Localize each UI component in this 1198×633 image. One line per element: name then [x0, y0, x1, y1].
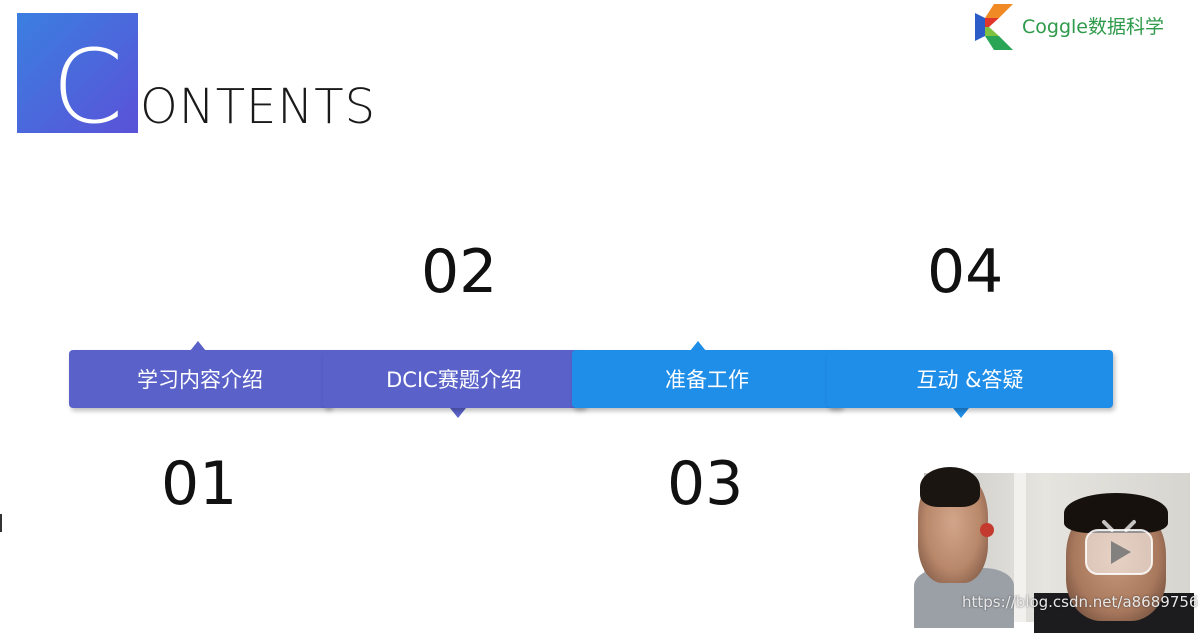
segment-label: 互动 &答疑: [916, 368, 1024, 392]
pointer-down-04: [953, 408, 969, 418]
timeline-segment-01: 学习内容介绍: [69, 350, 331, 408]
segment-label: 准备工作: [665, 368, 749, 392]
play-icon[interactable]: [1082, 520, 1156, 576]
pointer-up-03: [690, 341, 706, 351]
section-number-01: 01: [161, 449, 238, 519]
webcam-wall: [1014, 473, 1026, 622]
edge-mark: [0, 514, 2, 532]
contents-logo-letter: C: [52, 28, 124, 147]
timeline-segment-03: 准备工作: [572, 350, 842, 408]
section-number-03: 03: [667, 449, 744, 519]
section-number-04: 04: [927, 237, 1004, 307]
section-number-02: 02: [421, 237, 498, 307]
timeline-segment-02: DCIC赛题介绍: [323, 350, 585, 408]
timeline-segment-04: 互动 &答疑: [827, 350, 1113, 408]
brand-logo: Coggle数据科学: [975, 4, 1185, 50]
webcam-person-left-hair: [920, 467, 980, 507]
pointer-down-02: [450, 408, 466, 418]
segment-label: DCIC赛题介绍: [386, 368, 522, 392]
brand-name: Coggle数据科学: [1022, 16, 1164, 38]
coggle-logo-icon: [975, 4, 1013, 50]
segment-label: 学习内容介绍: [137, 368, 263, 392]
webcam-background-object: [980, 523, 994, 537]
contents-title: ONTENTS: [140, 79, 377, 135]
contents-logo-box: [17, 13, 138, 133]
webcam-person-right-hair: [1064, 493, 1168, 533]
contents-timeline: 学习内容介绍 DCIC赛题介绍 准备工作 互动 &答疑: [69, 340, 1113, 420]
watermark-url: https://blog.csdn.net/a8689756: [962, 593, 1198, 611]
pointer-up-01: [190, 341, 206, 351]
